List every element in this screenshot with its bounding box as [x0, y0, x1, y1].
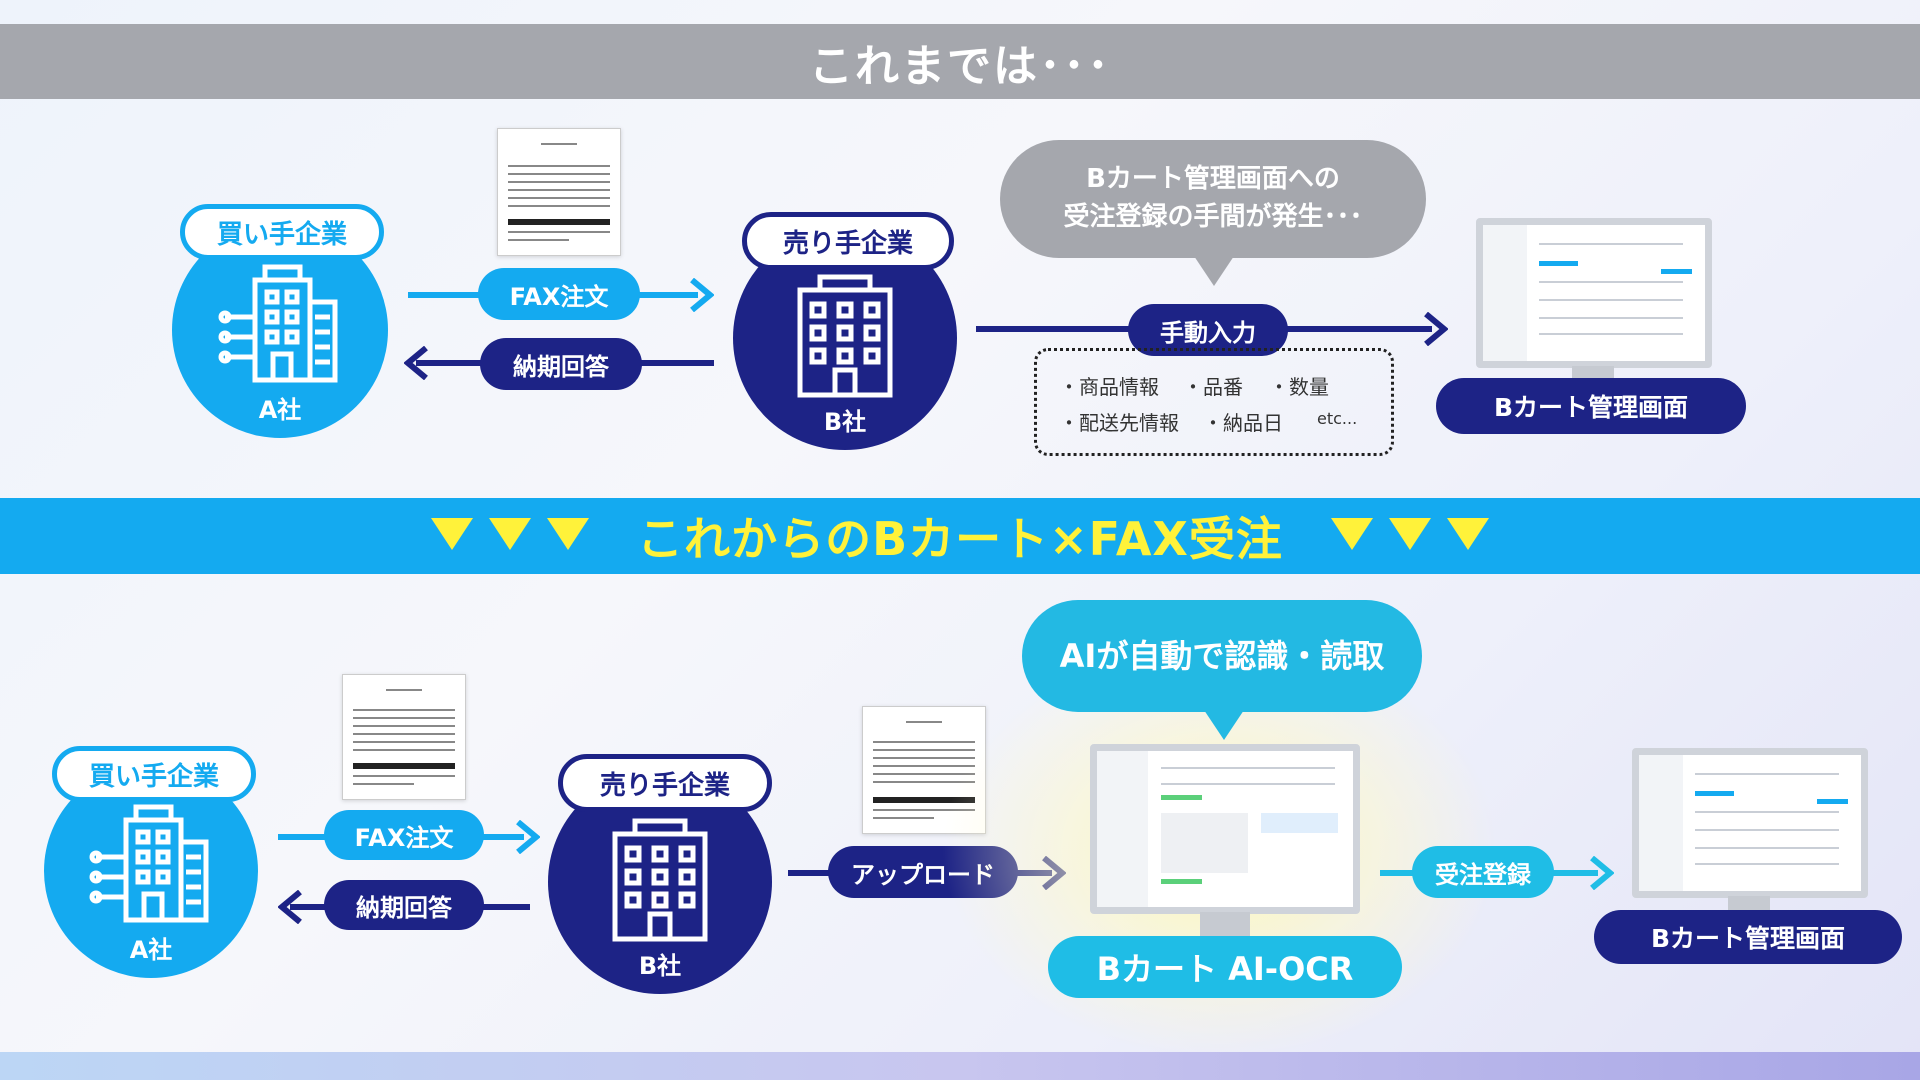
- arrow-left-icon: [404, 346, 428, 380]
- input-fields-box: ・商品情報 ・品番 ・数量 ・配送先情報 ・納品日 etc...: [1034, 348, 1394, 456]
- footer-strip: [0, 1052, 1920, 1080]
- delivery-reply-label: 納期回答: [480, 338, 642, 390]
- speech-bubble-ai-text: AIが自動で認識・読取: [1059, 636, 1385, 675]
- field-item: ・商品情報: [1059, 375, 1159, 399]
- speech-bubble-manual: Bカート管理画面への 受注登録の手間が発生･･･: [1000, 140, 1426, 258]
- header-title: これまでは･･･: [809, 40, 1111, 92]
- field-item: ・納品日: [1203, 411, 1283, 435]
- buyer-company-name: A社: [258, 396, 302, 424]
- arrow-right-icon: [690, 278, 714, 312]
- speech-bubble-ai: AIが自動で認識・読取: [1022, 600, 1422, 712]
- fax-document-image: [342, 674, 466, 800]
- building-icon: [89, 804, 209, 923]
- buyer-company-name: A社: [129, 936, 173, 964]
- speech-bubble-tail: [1204, 710, 1244, 740]
- delivery-reply-label: 納期回答: [324, 880, 484, 930]
- buyer-label: 買い手企業: [180, 204, 384, 260]
- arrow-right-icon: [516, 820, 540, 854]
- building-icon: [612, 818, 708, 942]
- seller-label: 売り手企業: [558, 754, 772, 812]
- divider-band: これからのBカート×FAX受注: [0, 498, 1920, 574]
- admin-screen-label: Bカート管理画面: [1436, 378, 1746, 434]
- arrow-right-icon: [1590, 856, 1614, 890]
- building-icon: [218, 264, 338, 383]
- seller-company-name: B社: [638, 952, 682, 980]
- building-icon: [797, 274, 893, 398]
- admin-screen-monitor: [1632, 748, 1868, 912]
- buyer-label: 買い手企業: [52, 746, 256, 802]
- down-triangles-left: [423, 518, 597, 554]
- ai-ocr-label: Bカート AI-OCR: [1048, 936, 1402, 998]
- arrow-left-icon: [278, 890, 302, 924]
- seller-company-name: B社: [823, 408, 867, 436]
- seller-label: 売り手企業: [742, 212, 954, 270]
- speech-bubble-tail: [1194, 256, 1234, 286]
- admin-screen-monitor: [1476, 218, 1712, 382]
- field-item: ・数量: [1269, 375, 1329, 399]
- arrow-right-icon: [1424, 312, 1448, 346]
- fax-order-label: FAX注文: [324, 810, 484, 860]
- fax-document-image: [497, 128, 621, 256]
- field-item: ・品番: [1183, 375, 1243, 399]
- divider-title: これからのBカート×FAX受注: [637, 512, 1283, 566]
- field-item: ・配送先情報: [1059, 411, 1179, 435]
- fax-order-label: FAX注文: [478, 268, 640, 320]
- order-register-label: 受注登録: [1412, 846, 1554, 898]
- manual-input-label: 手動入力: [1128, 304, 1288, 356]
- admin-screen-label: Bカート管理画面: [1594, 910, 1902, 964]
- header-band: これまでは･･･: [0, 24, 1920, 99]
- down-triangles-right: [1323, 518, 1497, 554]
- field-item: etc...: [1317, 409, 1358, 428]
- speech-bubble-text: Bカート管理画面への 受注登録の手間が発生･･･: [1063, 164, 1363, 232]
- ai-ocr-monitor: [1090, 744, 1360, 940]
